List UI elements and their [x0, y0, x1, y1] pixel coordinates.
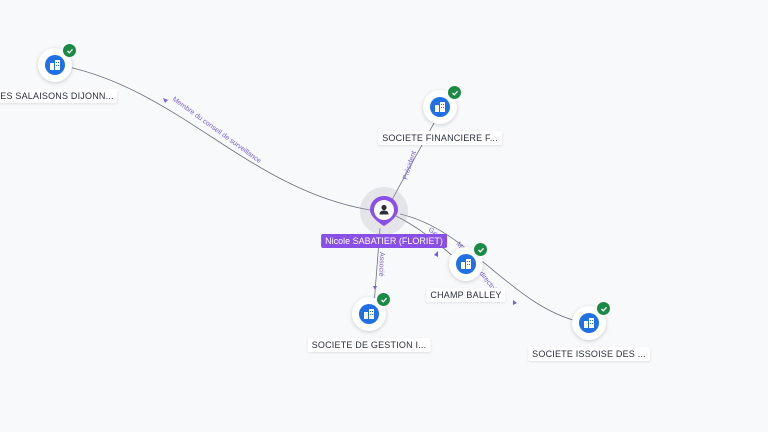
node-circle[interactable] [449, 242, 488, 281]
verified-check-icon [596, 301, 611, 316]
verified-check-icon [473, 242, 488, 257]
edge-c1[interactable] [63, 65, 371, 211]
building-icon [579, 313, 599, 333]
company-label[interactable]: ES SALAISONS DIJONN... [0, 89, 118, 103]
user-icon [379, 204, 389, 215]
company-label[interactable]: SOCIETE FINANCIERE F... [378, 131, 502, 145]
person-name-label[interactable]: Nicole SABATIER (FLORIET) [321, 234, 447, 248]
node-circle[interactable] [572, 301, 611, 340]
edge-label-c1: Membre du conseil de surveillance [171, 96, 262, 165]
edge-arrow [163, 98, 168, 103]
edge-label-c2: Président [402, 150, 418, 180]
location-pin-icon[interactable] [368, 195, 400, 227]
building-icon [45, 55, 65, 75]
building-icon [359, 304, 379, 324]
building-icon [430, 97, 450, 117]
company-label[interactable]: CHAMP BALLEY [426, 288, 506, 302]
verified-check-icon [447, 85, 462, 100]
company-label[interactable]: SOCIETE ISSOISE DES ... [528, 347, 650, 361]
verified-check-icon [62, 43, 77, 58]
verified-check-icon [376, 292, 391, 307]
edge-arrow [373, 286, 377, 290]
edge-c5[interactable] [399, 213, 581, 323]
node-circle[interactable] [38, 43, 77, 82]
edge-arrow [434, 251, 438, 257]
company-label[interactable]: SOCIETE DE GESTION I... [307, 338, 431, 352]
node-circle[interactable] [423, 85, 462, 124]
building-icon [456, 254, 476, 274]
edge-label-c4: Associé [377, 252, 385, 277]
node-circle[interactable] [352, 292, 391, 331]
edge-arrow [513, 300, 517, 305]
